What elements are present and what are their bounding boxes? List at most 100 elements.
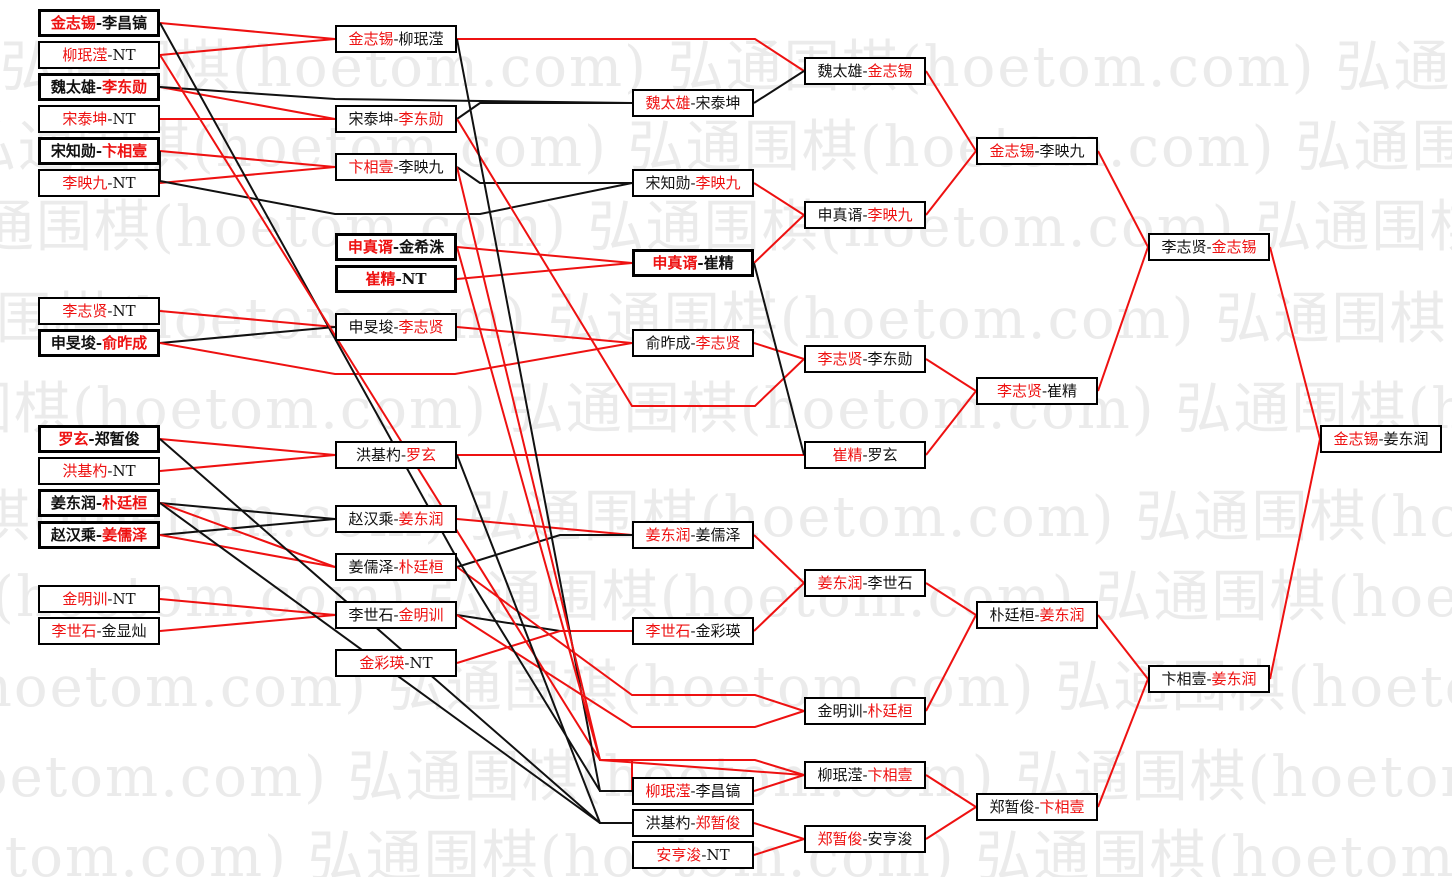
player-b: 金彩瑛 xyxy=(695,621,741,640)
bracket-connector xyxy=(159,598,336,616)
bracket-connector xyxy=(456,630,632,664)
player-a: 姜儒泽 xyxy=(348,557,394,576)
bracket-connector xyxy=(159,326,336,344)
match-box: 柳珉滢-NT xyxy=(38,41,160,69)
separator: - xyxy=(690,93,696,112)
separator: - xyxy=(107,301,113,320)
match-box: 金志锡-姜东润 xyxy=(1320,425,1442,453)
player-a: 洪基杓 xyxy=(355,445,401,464)
match-box: 李志贤-李东勋 xyxy=(804,345,926,373)
bracket-connector xyxy=(456,118,805,407)
bracket-connector xyxy=(925,150,977,216)
separator: - xyxy=(862,573,868,592)
player-b: 李映九 xyxy=(695,173,741,192)
bracket-connector xyxy=(159,534,336,568)
bracket-connector xyxy=(456,166,632,184)
separator: - xyxy=(107,109,113,128)
player-b: 李志贤 xyxy=(695,333,741,352)
player-b: 崔精 xyxy=(1047,381,1078,400)
player-a: 赵汉乘 xyxy=(348,509,394,528)
match-box: 宋知勋-李映九 xyxy=(632,169,754,197)
match-box: 俞昨成-李志贤 xyxy=(632,329,754,357)
match-box: 李映九-NT xyxy=(38,169,160,197)
player-a: 卞相壹 xyxy=(348,157,394,176)
player-a: 李志贤 xyxy=(62,301,108,320)
match-box: 魏太雄-李东勋 xyxy=(38,73,160,101)
match-box: 宋泰坤-李东勋 xyxy=(335,105,457,133)
player-b: NT xyxy=(401,269,427,288)
match-box: 赵汉乘-姜儒泽 xyxy=(38,521,160,549)
bracket-connector xyxy=(1097,614,1149,680)
player-a: 李志贤 xyxy=(996,381,1042,400)
player-a: 宋知勋 xyxy=(645,173,691,192)
bracket-connector xyxy=(456,566,805,712)
separator: - xyxy=(1034,797,1040,816)
bracket-connector xyxy=(753,582,805,632)
match-box: 崔精-罗玄 xyxy=(804,441,926,469)
separator: - xyxy=(701,845,707,864)
player-a: 金志锡 xyxy=(1333,429,1379,448)
player-a: 姜东润 xyxy=(817,573,863,592)
player-b: 金志锡 xyxy=(1211,237,1257,256)
match-box: 金志锡-李映九 xyxy=(976,137,1098,165)
bracket-connector xyxy=(1269,246,1321,440)
separator: - xyxy=(862,205,868,224)
match-box: 姜东润-姜儒泽 xyxy=(632,521,754,549)
separator: - xyxy=(690,781,696,800)
bracket-connector xyxy=(159,342,633,375)
match-box: 金明训-NT xyxy=(38,585,160,613)
bracket-connector xyxy=(925,582,977,616)
player-a: 宋泰坤 xyxy=(62,109,108,128)
bracket-connector xyxy=(159,502,336,568)
player-a: 李志贤 xyxy=(1161,237,1207,256)
player-b: 罗玄 xyxy=(406,445,437,464)
bracket-connector xyxy=(925,70,977,152)
match-box: 洪基杓-罗玄 xyxy=(335,441,457,469)
separator: - xyxy=(393,109,399,128)
separator: - xyxy=(107,461,113,480)
bracket-connector xyxy=(753,534,805,584)
separator: - xyxy=(690,525,696,544)
bracket-connector xyxy=(457,38,805,72)
player-b: 姜儒泽 xyxy=(695,525,741,544)
player-a: 崔精 xyxy=(365,269,396,288)
bracket-connector xyxy=(753,838,805,856)
player-a: 金志锡 xyxy=(989,141,1035,160)
player-b: 李映九 xyxy=(1039,141,1085,160)
player-b: 李映九 xyxy=(867,205,913,224)
match-box: 卞相壹-姜东润 xyxy=(1148,665,1270,693)
bracket-connector xyxy=(159,150,336,168)
match-box: 李志贤-NT xyxy=(38,297,160,325)
player-a: 金志锡 xyxy=(348,29,394,48)
separator: - xyxy=(96,621,102,640)
player-a: 金彩瑛 xyxy=(359,653,405,672)
match-box: 郑暂俊-安亨浚 xyxy=(804,825,926,853)
separator: - xyxy=(690,173,696,192)
bracket-connector xyxy=(159,86,336,120)
bracket-connector xyxy=(753,214,805,264)
player-a: 宋知勋 xyxy=(50,141,96,160)
player-a: 申真谞 xyxy=(817,205,863,224)
player-b: 金显灿 xyxy=(101,621,147,640)
separator: - xyxy=(392,237,400,256)
separator: - xyxy=(95,493,103,512)
separator: - xyxy=(88,429,95,448)
player-a: 崔精 xyxy=(832,445,863,464)
separator: - xyxy=(1206,237,1212,256)
bracket-connector xyxy=(753,342,805,360)
player-a: 李世石 xyxy=(348,605,394,624)
player-b: NT xyxy=(112,589,136,608)
player-a: 李志贤 xyxy=(817,349,863,368)
player-b: NT xyxy=(112,45,136,64)
player-b: 李志贤 xyxy=(398,317,444,336)
player-b: 李昌镐 xyxy=(695,781,741,800)
bracket-connector xyxy=(753,182,805,216)
bracket-connector xyxy=(159,454,336,472)
match-box: 申真谞-李映九 xyxy=(804,201,926,229)
player-b: NT xyxy=(409,653,433,672)
match-box: 赵汉乘-姜东润 xyxy=(335,505,457,533)
player-b: 李映九 xyxy=(398,157,444,176)
player-a: 赵汉乘 xyxy=(50,525,96,544)
player-a: 李世石 xyxy=(645,621,691,640)
match-box: 李志贤-金志锡 xyxy=(1148,233,1270,261)
